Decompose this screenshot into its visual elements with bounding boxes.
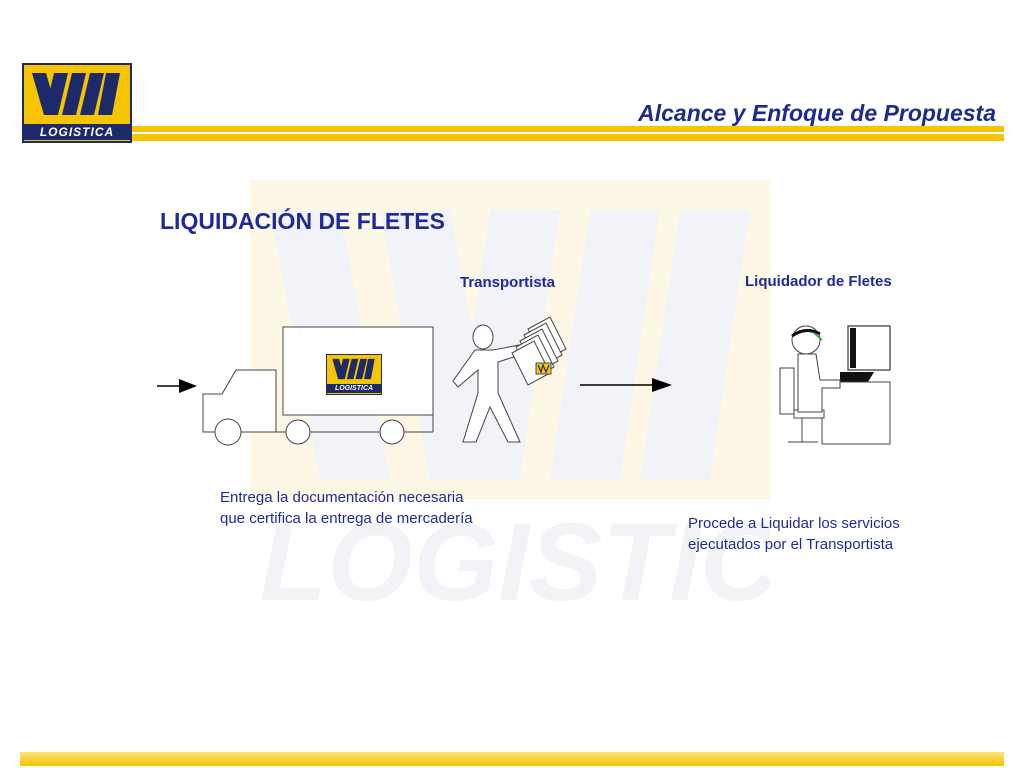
liquidador-caption-line2: ejecutados por el Transportista [688,536,894,553]
footer-bar [20,752,1004,766]
document-stack-icon [511,316,567,386]
transportista-label: Transportista [460,274,556,291]
watermark-logo: LOGISTICA [250,180,770,620]
truck-logo-mark-icon [332,358,375,380]
liquidador-label: Liquidador de Fletes [745,273,892,290]
truck-icon [202,326,434,446]
transportista-caption-line2: que certifica la entrega de mercadería [220,510,473,527]
svg-text:LOGISTICA: LOGISTICA [260,501,770,620]
transportista-figure-icon [452,316,567,443]
truck-logo: LOGISTICA [326,354,382,395]
brand-logo: LOGISTICA [22,63,132,143]
transportista-caption: Entrega la documentación necesaria que c… [220,487,473,529]
truck-logo-text: LOGISTICA [327,384,381,393]
logo-text: LOGISTICA [24,124,130,140]
header-rule [132,126,1004,141]
slide-title: Alcance y Enfoque de Propuesta [638,100,996,126]
liquidador-caption-line1: Procede a Liquidar los servicios [688,515,900,532]
section-heading: LIQUIDACIÓN DE FLETES [160,208,445,234]
logo-mark-icon [32,73,120,115]
flow-arrow-icon [580,378,672,392]
liquidador-caption: Procede a Liquidar los servicios ejecuta… [688,513,900,555]
transportista-caption-line1: Entrega la documentación necesaria [220,489,464,506]
incoming-arrow-icon [157,379,197,393]
liquidador-figure-icon [779,325,891,445]
